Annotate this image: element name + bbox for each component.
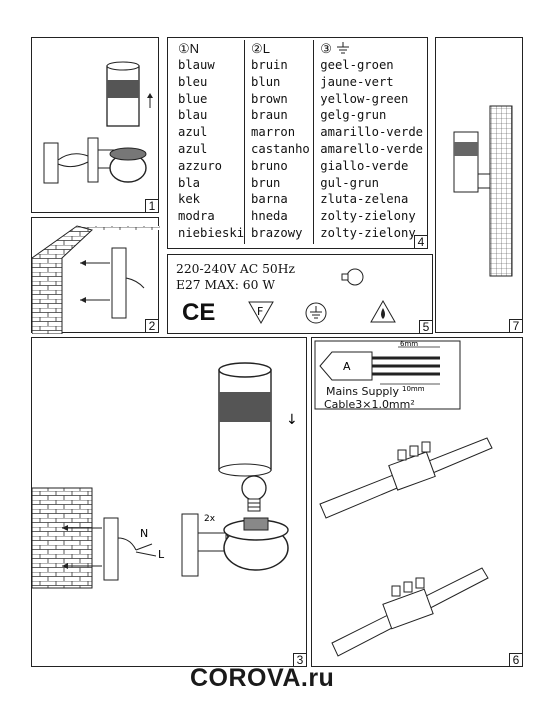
panel-number: 7: [509, 319, 523, 333]
live-color: hneda: [251, 209, 288, 224]
panel-6-illustration: A 6mm 10mm: [314, 340, 493, 657]
neutral-color: niebieski: [178, 225, 245, 240]
panel-1: 1: [31, 37, 159, 213]
panel-number: 6: [509, 653, 523, 667]
neutral-color: blue: [178, 91, 208, 106]
panel-number: 5: [419, 320, 433, 334]
live-color: brazowy: [251, 225, 303, 240]
panel-number: 1: [145, 199, 159, 213]
neutral-label: N: [140, 527, 148, 540]
bulb-icon: [341, 268, 364, 286]
live-color: bruno: [251, 158, 288, 173]
neutral-color: azul: [178, 125, 208, 140]
wire-color-table: ①N blauw bleu blue blau azul azul azzuro…: [172, 40, 423, 244]
earth-header-number: ③: [320, 41, 332, 56]
neutral-color: azul: [178, 141, 208, 156]
f-mark-icon: F: [248, 301, 274, 325]
live-color: blun: [251, 74, 281, 89]
screw-count-label: 2x: [204, 514, 216, 524]
earth-column: ③ geel-groen jaune-vert yellow-green gel…: [314, 40, 423, 244]
neutral-color: bla: [178, 175, 201, 190]
live-color: bruin: [251, 58, 288, 72]
voltage-spec: 220-240V AC 50Hz: [176, 262, 295, 276]
earth-color: gelg-grun: [320, 108, 387, 123]
neutral-color: azzuro: [178, 158, 223, 173]
panel-1-illustration: [43, 61, 153, 184]
strip-length-6mm: 6mm: [400, 340, 418, 348]
panel-6-wiring: A 6mm 10mm Mains Supply Cable3×1.0mm² 6: [311, 337, 523, 667]
svg-text:F: F: [257, 305, 263, 318]
earth-color: zolty-zielony: [320, 209, 416, 224]
neutral-color: kek: [178, 192, 201, 207]
live-color: marron: [251, 125, 296, 140]
earth-symbol-icon: [305, 302, 327, 324]
panel-number: 2: [145, 319, 159, 333]
neutral-color: modra: [178, 209, 215, 224]
ground-icon: [336, 42, 349, 54]
earth-color: zolty-zielony: [320, 225, 416, 240]
live-color: braun: [251, 108, 288, 123]
cable-mark-a: A: [343, 360, 351, 373]
panel-4-wire-colors: ①N blauw bleu blue blau azul azul azzuro…: [167, 37, 428, 249]
flammable-warning-icon: [370, 300, 396, 323]
panel-5-specs: 220-240V AC 50Hz E27 MAX: 60 W CE F 5: [167, 254, 433, 334]
earth-color: zluta-zelena: [320, 192, 409, 207]
panel-7: 7: [435, 37, 523, 333]
live-color: brun: [251, 175, 281, 190]
neutral-color: bleu: [178, 74, 208, 89]
panel-number: 3: [293, 653, 307, 667]
bulb-spec: E27 MAX: 60 W: [176, 278, 276, 292]
neutral-color: blauw: [178, 58, 215, 72]
panel-number: 4: [414, 235, 428, 249]
live-label: L: [158, 548, 165, 561]
live-column: ②L bruin blun brown braun marron castanh…: [245, 40, 315, 244]
earth-color: giallo-verde: [320, 158, 409, 173]
panel-2: 2: [31, 217, 160, 335]
earth-header: ③: [320, 41, 423, 57]
neutral-column: ①N blauw bleu blue blau azul azul azzuro…: [172, 40, 246, 244]
live-color: barna: [251, 192, 288, 207]
brick-wall-illustration: [31, 225, 160, 335]
neutral-color: blau: [178, 108, 208, 123]
live-color: castanho: [251, 141, 310, 156]
down-arrow-icon: ↓: [286, 412, 298, 428]
panel-7-illustration: [453, 105, 513, 277]
panel-3-illustration: N L 2x ↓: [31, 362, 298, 589]
earth-color: amarello-verde: [320, 141, 423, 156]
earth-color: gul-grun: [320, 175, 379, 190]
earth-color: jaune-vert: [320, 74, 394, 89]
cable-spec-caption: Cable3×1.0mm²: [324, 398, 415, 411]
mains-supply-caption: Mains Supply: [326, 385, 399, 398]
live-color: brown: [251, 91, 288, 106]
brand-logo: COROVA.ru: [190, 664, 335, 692]
ce-mark: CE: [182, 299, 216, 326]
strip-length-10mm: 10mm: [402, 385, 425, 393]
earth-color: yellow-green: [320, 91, 409, 106]
earth-color: amarillo-verde: [320, 125, 423, 140]
neutral-header: ①N: [178, 41, 200, 56]
panel-3: N L 2x ↓ 3: [31, 337, 307, 667]
earth-color: geel-groen: [320, 58, 394, 72]
live-header: ②L: [251, 41, 270, 56]
